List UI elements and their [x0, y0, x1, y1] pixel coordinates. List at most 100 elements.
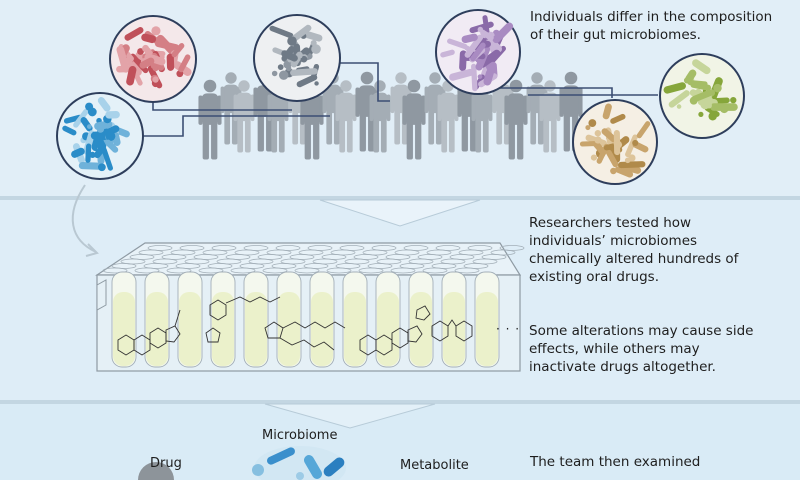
- chevron-down-icon: [264, 403, 436, 429]
- caption-line: individuals’ microbiomes: [529, 233, 698, 249]
- label-drug: Drug: [150, 456, 182, 471]
- bacterium: [87, 124, 92, 129]
- microbiome-icon: [252, 446, 346, 480]
- bacterium: [85, 102, 94, 111]
- drug-structures: [117, 296, 473, 356]
- bacterium: [447, 38, 468, 49]
- bacterium: [617, 161, 646, 169]
- bacterium: [78, 162, 103, 170]
- capecitabine-structure: [205, 296, 281, 343]
- bacterium: [94, 133, 107, 150]
- bacterium: [710, 103, 738, 111]
- bacterium: [588, 119, 597, 127]
- bacterium: [449, 68, 474, 81]
- bacterium: [296, 74, 318, 88]
- microbe-circle-brown: [572, 99, 658, 185]
- tube-liquid: [377, 292, 399, 366]
- bacterium: [105, 110, 120, 119]
- well: [230, 267, 256, 274]
- curved-arrow-icon: [71, 184, 97, 253]
- bacterium: [151, 26, 161, 36]
- panel-divider: [0, 196, 800, 200]
- bacterium: [676, 104, 682, 109]
- bacterium: [730, 96, 737, 104]
- bacterium: [594, 130, 602, 137]
- panel1-caption: Individuals differ in the composition of…: [530, 8, 772, 44]
- bacterium: [144, 53, 166, 66]
- bacterium: [271, 70, 278, 77]
- panel-divider: [0, 400, 800, 404]
- label-microbiome: Microbiome: [262, 428, 338, 443]
- bacterium: [480, 29, 494, 41]
- caption-line: effects, while others may: [529, 341, 700, 357]
- bacterium: [171, 43, 185, 58]
- bacterium: [105, 131, 116, 142]
- bacterium: [97, 97, 111, 112]
- caption-line: chemically altered hundreds of: [529, 251, 739, 267]
- bacterium: [610, 113, 626, 124]
- bacterium: [590, 154, 598, 161]
- bacterium: [141, 33, 157, 44]
- ellipsis: · · ·: [496, 322, 521, 336]
- bacterium: [464, 34, 484, 58]
- bacterium: [579, 140, 600, 147]
- bacterium: [137, 48, 144, 55]
- chevron-down-icon: [319, 199, 481, 227]
- bacterium: [290, 68, 318, 77]
- caption-line: Some alterations may cause side: [529, 323, 754, 339]
- bacterium: [311, 44, 321, 54]
- well: [166, 267, 192, 274]
- caption-line: inactivate drugs altogether.: [529, 359, 716, 375]
- bacterium: [298, 53, 303, 59]
- bacterium: [139, 57, 155, 69]
- bacterium: [713, 83, 722, 93]
- microbe-circle-gray: [253, 14, 341, 102]
- person-silhouette: [198, 79, 222, 160]
- bacterium: [156, 34, 177, 56]
- bacterium: [585, 125, 591, 131]
- bacterium: [602, 103, 612, 120]
- bacterium: [73, 108, 89, 128]
- drug-icon: [138, 462, 174, 480]
- bacterium: [63, 114, 82, 124]
- steroid-structure-2: [359, 305, 431, 356]
- connector-lines: [143, 62, 658, 137]
- bacterium: [698, 111, 704, 117]
- person-silhouette: [233, 80, 255, 153]
- tube-liquid: [245, 292, 267, 366]
- person-silhouette: [402, 79, 426, 160]
- well: [262, 267, 288, 274]
- tube-liquid: [212, 292, 234, 366]
- bacterium: [300, 55, 308, 63]
- steroid-structure-1: [117, 309, 181, 356]
- arrowhead-icon: [85, 243, 99, 257]
- tube-liquid: [344, 292, 366, 366]
- microbe-circle-blue: [56, 92, 144, 180]
- bacterium: [126, 55, 134, 63]
- well: [102, 267, 128, 274]
- bacterium: [492, 22, 514, 44]
- bacterium: [166, 53, 175, 71]
- bacterium: [691, 89, 714, 103]
- label-metabolite: Metabolite: [400, 458, 469, 473]
- bacterium: [62, 125, 77, 136]
- panel-metabolite-analysis: [0, 404, 800, 480]
- bacterium: [461, 33, 478, 44]
- bacterium: [663, 82, 686, 94]
- bacterium: [471, 63, 478, 92]
- bacterium: [85, 143, 92, 163]
- bacterium: [687, 80, 708, 87]
- bacterium: [477, 26, 484, 33]
- tube-liquid: [311, 292, 333, 366]
- bacterium: [101, 147, 113, 171]
- well: [358, 267, 384, 274]
- bacterium: [124, 27, 144, 41]
- bacterium: [287, 54, 293, 60]
- bacterium: [105, 139, 119, 153]
- bacterium: [97, 163, 106, 172]
- panel2-caption-1: Researchers tested how individuals’ micr…: [529, 214, 738, 286]
- bacterium: [71, 147, 85, 158]
- bacterium: [594, 136, 602, 144]
- bacterium: [126, 65, 137, 86]
